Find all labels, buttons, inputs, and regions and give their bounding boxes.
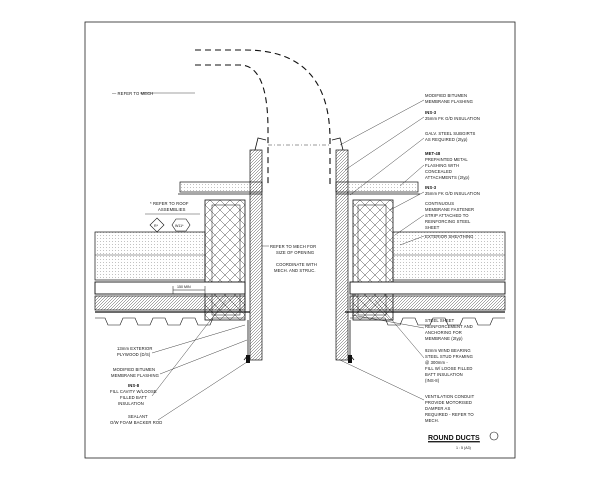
note-r10-4: REQUIRED - REFER TO	[425, 412, 474, 417]
note-r2-2: 25mm FK G/D INSULATION	[425, 116, 480, 121]
note-r10-5: MECH.	[425, 418, 439, 423]
note-membrane-2: MEMBRANE FLASHING	[111, 373, 159, 378]
note-refer-size-1: REFER TO MECH FOR	[270, 244, 316, 249]
title-block: ROUND DUCTS 1 : 5 (A3)	[428, 431, 499, 450]
note-r10-1: VENTILATION CONDUIT	[425, 394, 475, 399]
note-r8-4: MEMBRANE (2typ)	[425, 336, 463, 341]
note-r9-5: BATT INSULATION	[425, 372, 463, 377]
callout-w-hex	[171, 218, 191, 232]
callout-r-diamond	[149, 217, 165, 233]
note-coordinate-1: COORDINATE WITH	[276, 262, 317, 267]
note-refer-roof-1: * REFER TO ROOF	[150, 201, 189, 206]
note-r6-4: REINFORCING STEEL	[425, 219, 471, 224]
note-r10-2: PROVIDE MOTORISED	[425, 400, 472, 405]
note-ins-3: INSULATION	[118, 401, 144, 406]
note-r4-2: PREPAINTED METAL	[425, 157, 468, 162]
right-wall-assembly	[331, 137, 506, 363]
left-wall-assembly	[94, 137, 267, 363]
note-r8-2: REINFORCEMENT AND	[425, 324, 473, 329]
note-ins-title: INS-8	[128, 383, 140, 388]
note-r6-5: SHEET	[425, 225, 440, 230]
detail-marker	[489, 431, 499, 441]
drawing-scale: 1 : 5 (A3)	[456, 446, 471, 450]
note-r5-2: 25mm FK G/D INSULATION	[425, 191, 480, 196]
dim-150-min: 150 MIN	[177, 285, 191, 289]
note-r1-1: MODIFIED BITUMEN	[425, 93, 467, 98]
note-r4-4: CONCEALED	[425, 169, 452, 174]
note-r9-4: FILL W/ LOOSE FILLED	[425, 366, 472, 371]
sheet-border	[84, 21, 516, 459]
note-refer-mech: — REFER TO MECH	[112, 91, 153, 96]
duct-outline	[195, 49, 331, 185]
center-notes: REFER TO MECH FOR SIZE OF OPENING COORDI…	[262, 244, 317, 273]
note-r6-1: CONTINUOUS	[425, 201, 454, 206]
note-ins-1: FILL CAVITY W/LOOSE	[110, 389, 157, 394]
note-r6-3: STRIP ATTACHED TO	[425, 213, 469, 218]
note-r8-1: STEEL SHEET	[425, 318, 455, 323]
left-notes: — REFER TO MECH * REFER TO ROOF ASSEMBLI…	[110, 91, 248, 425]
note-r9-6: (INS-8)	[425, 378, 440, 383]
note-r1-2: MEMBRANE FLASHING	[425, 99, 473, 104]
note-plywood-1: 13mm EXTERIOR	[117, 346, 153, 351]
note-r2-1: INS-3	[425, 110, 437, 115]
note-r8-3: ANCHORING FOR	[425, 330, 462, 335]
right-notes: MODIFIED BITUMEN MEMBRANE FLASHING INS-3…	[339, 93, 480, 423]
note-r4-3: FLASHING WITH	[425, 163, 459, 168]
note-ins-2: FILLED BATT	[120, 395, 147, 400]
note-r9-1: 92mm WIND BEARING	[425, 348, 471, 353]
note-refer-roof-2: ASSEMBLIES	[158, 207, 186, 212]
note-r4-1: MET-48	[425, 151, 441, 156]
note-r3-1: GALV. STEEL SUBGIRTS	[425, 131, 476, 136]
note-sealant-1: SEALANT	[128, 414, 148, 419]
note-r9-2: STEEL STUD FRAMING	[425, 354, 473, 359]
note-r3-2: AS REQUIRED (2typ)	[425, 137, 468, 142]
note-sealant-2: O/W FOAM BACKER ROD	[110, 420, 162, 425]
note-r10-3: DAMPER AS	[425, 406, 450, 411]
drawing-title: ROUND DUCTS	[428, 435, 480, 442]
note-r9-3: @ 300mm -	[425, 360, 448, 365]
note-coordinate-2: MECH. AND STRUC.	[274, 268, 316, 273]
note-r7-1: EXTERIOR SHEATHING	[425, 234, 474, 239]
note-r6-2: MEMBRANE FASTENER	[425, 207, 474, 212]
note-r5-1: INS-3	[425, 185, 437, 190]
callout-r: R*	[154, 224, 159, 228]
note-refer-size-2: SIZE OF OPENING	[276, 250, 314, 255]
note-plywood-2: PLYWOOD (D/S)	[117, 352, 151, 357]
note-membrane-1: MODIFIED BITUMEN	[113, 367, 155, 372]
callout-w: W11*	[175, 224, 184, 228]
note-r4-5: ATTACHMENTS (2typ)	[425, 175, 470, 180]
